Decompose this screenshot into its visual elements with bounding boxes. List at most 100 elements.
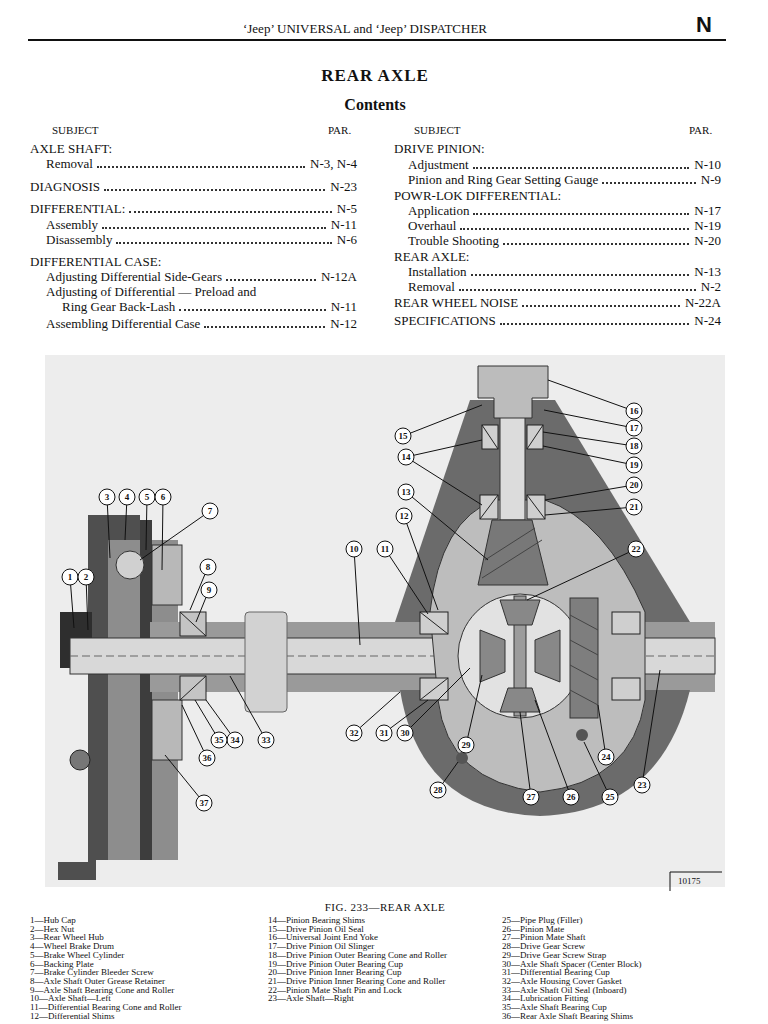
contents-entry: Application	[408, 203, 469, 218]
parts-list-item: 19—Drive Pinion Outer Bearing Cup	[268, 960, 503, 969]
callout-number: 33	[256, 734, 276, 746]
parts-list-item: 2—Hex Nut	[30, 925, 265, 934]
dot-leader	[116, 242, 331, 244]
callout-number: 17	[624, 422, 644, 434]
callout-number: 5	[137, 491, 157, 503]
contents-entry: Adjustment	[408, 157, 469, 172]
parts-list-item: 4—Wheel Brake Drum	[30, 942, 265, 951]
callout-number: 29	[456, 739, 476, 751]
dot-leader	[104, 189, 325, 191]
callout-number: 26	[561, 791, 581, 803]
contents-entry: AXLE SHAFT:	[30, 141, 112, 156]
parts-list-item: 23—Axle Shaft—Right	[268, 994, 503, 1003]
parts-list-item: 34—Lubrication Fitting	[502, 994, 752, 1003]
contents-entry: Removal	[46, 156, 93, 171]
callout-number: 10	[344, 543, 364, 555]
contents-entry: DRIVE PINION:	[394, 141, 485, 156]
parts-list-item: 25—Pipe Plug (Filler)	[502, 916, 752, 925]
callout-number: 32	[344, 727, 364, 739]
parts-list-item: 6—Backing Plate	[30, 960, 265, 969]
callout-number: 35	[209, 734, 229, 746]
callout-number: 2	[76, 571, 96, 583]
page-reference: N-17	[694, 203, 721, 218]
contents-entry: DIFFERENTIAL CASE:	[30, 254, 161, 269]
callout-number: 15	[393, 430, 413, 442]
parts-list-item: 33—Axle Shaft Oil Seal (Inboard)	[502, 986, 752, 995]
contents-heading: Contents	[0, 96, 750, 114]
parts-list-item: 21—Drive Pinion Inner Bearing Cone and R…	[268, 977, 503, 986]
parts-list-item: 3—Rear Wheel Hub	[30, 933, 265, 942]
callout-number: 12	[394, 510, 414, 522]
callout-number: 1	[60, 571, 80, 583]
page-reference: N-22A	[685, 295, 721, 310]
callout-number: 23	[632, 779, 652, 791]
callout-number: 9	[199, 584, 219, 596]
figure-number: 10175	[678, 876, 701, 887]
callout-number: 4	[117, 491, 137, 503]
callout-number: 7	[200, 505, 220, 517]
callout-number: 18	[624, 440, 644, 452]
contents-entry: Assembling Differential Case	[46, 316, 200, 331]
contents-entry: Adjusting Differential Side-Gears	[46, 269, 222, 284]
page-reference: N-9	[701, 172, 721, 187]
parts-list-item: 9—Axle Shaft Bearing Cone and Roller	[30, 986, 265, 995]
callout-number: 34	[225, 734, 245, 746]
parts-list-item: 32—Axle Housing Cover Gasket	[502, 977, 752, 986]
dot-leader	[102, 227, 326, 229]
contents-entry: DIFFERENTIAL:	[30, 201, 125, 216]
callout-number: 37	[194, 797, 214, 809]
contents-entry: REAR AXLE:	[394, 249, 469, 264]
contents-entry: REAR WHEEL NOISE	[394, 295, 518, 310]
callout-number: 36	[197, 752, 217, 764]
parts-list-item: 28—Drive Gear Screw	[502, 942, 752, 951]
contents-entry: DIAGNOSIS	[30, 179, 100, 194]
page-reference: N-11	[331, 217, 357, 232]
parts-list-item: 36—Rear Axle Shaft Bearing Shims	[502, 1012, 752, 1021]
parts-list-item: 12—Differential Shims	[30, 1012, 265, 1021]
callout-number: 8	[198, 561, 218, 573]
dot-leader	[471, 274, 690, 276]
page-reference: N-5	[337, 201, 357, 216]
parts-list-item: 11—Differential Bearing Cone and Roller	[30, 1003, 265, 1012]
callout-number: 28	[428, 784, 448, 796]
dot-leader	[522, 305, 680, 307]
contents-entry: Pinion and Ring Gear Setting Gauge	[408, 172, 598, 187]
callout-number: 22	[626, 543, 646, 555]
parts-list-item: 20—Drive Pinion Inner Bearing Cup	[268, 968, 503, 977]
contents-entry: Adjusting of Differential — Preload and …	[46, 284, 267, 314]
dot-leader	[179, 309, 325, 311]
callout-number: 27	[521, 791, 541, 803]
page-reference: N-13	[694, 264, 721, 279]
parts-list-item: 26—Pinion Mate	[502, 925, 752, 934]
callout-number: 11	[375, 543, 395, 555]
column-heading: PAR.	[689, 124, 712, 136]
callout-number: 19	[624, 459, 644, 471]
dot-leader	[503, 243, 689, 245]
page-reference: N-24	[694, 313, 721, 328]
column-heading: SUBJECT	[52, 124, 98, 136]
dot-leader	[459, 289, 696, 291]
dot-leader	[204, 326, 325, 328]
dot-leader	[97, 166, 305, 168]
parts-list-item: 8—Axle Shaft Outer Grease Retainer	[30, 977, 265, 986]
column-heading: PAR.	[328, 124, 351, 136]
callout-number: 16	[624, 405, 644, 417]
parts-list-item: 22—Pinion Mate Shaft Pin and Lock	[268, 986, 503, 995]
parts-list-item: 1—Hub Cap	[30, 916, 265, 925]
callout-number: 14	[396, 451, 416, 463]
parts-list-item: 29—Drive Gear Screw Strap	[502, 951, 752, 960]
dot-leader	[473, 213, 689, 215]
parts-list-item: 10—Axle Shaft—Left	[30, 994, 265, 1003]
parts-list-item: 31—Differential Bearing Cup	[502, 968, 752, 977]
figure-caption: FIG. 233—REAR AXLE	[0, 901, 768, 913]
contents-entry: POWR-LOK DIFFERENTIAL:	[394, 188, 561, 203]
contents-entry: Trouble Shooting	[408, 233, 499, 248]
page-reference: N-3, N-4	[310, 156, 357, 171]
parts-list-item: 14—Pinion Bearing Shims	[268, 916, 503, 925]
parts-list-item: 30—Axle Shaft Spacer (Center Block)	[502, 960, 752, 969]
page-reference: N-6	[337, 232, 357, 247]
dot-leader	[473, 167, 690, 169]
callout-number: 3	[97, 491, 117, 503]
contents-entry: Installation	[408, 264, 467, 279]
